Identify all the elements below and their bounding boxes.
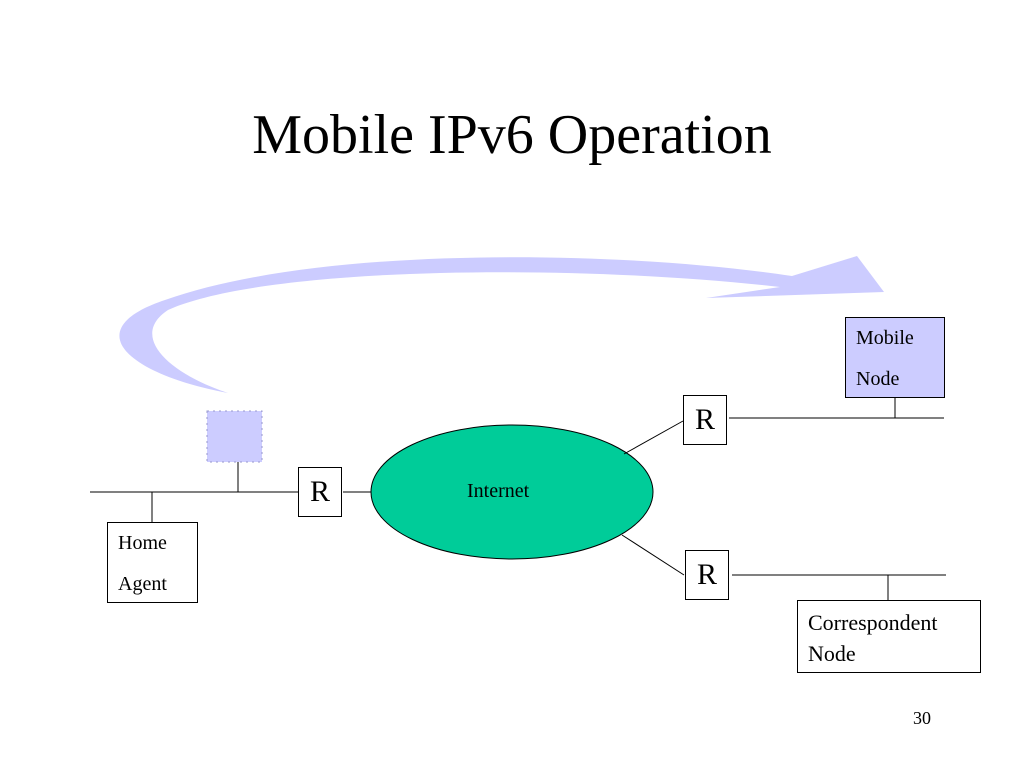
mobile-node-line1: Mobile: [856, 327, 914, 349]
internet-cloud: [370, 424, 654, 560]
home-agent-line2: Agent: [118, 573, 167, 595]
correspondent-node-line1: Correspondent: [808, 610, 938, 635]
correspondent-node-line2: Node: [808, 641, 856, 666]
router-home: R: [298, 467, 342, 517]
mobile-node-former-position: [206, 410, 263, 463]
home-agent-box: Home Agent: [107, 522, 198, 603]
internet-mobile-router-link: [623, 420, 684, 455]
home-agent-line1: Home: [118, 532, 167, 554]
correspondent-node-box: Correspondent Node: [797, 600, 981, 673]
page-number: 30: [913, 708, 931, 728]
router-correspondent: R: [685, 550, 729, 600]
mobile-node-box: Mobile Node: [845, 317, 945, 398]
router-mobile: R: [683, 395, 727, 445]
internet-label: Internet: [467, 480, 530, 502]
mobile-node-line2: Node: [856, 368, 900, 390]
internet-correspondent-router-link: [621, 534, 685, 576]
slide-title: Mobile IPv6 Operation: [252, 104, 772, 166]
movement-arrow: [119, 256, 884, 393]
